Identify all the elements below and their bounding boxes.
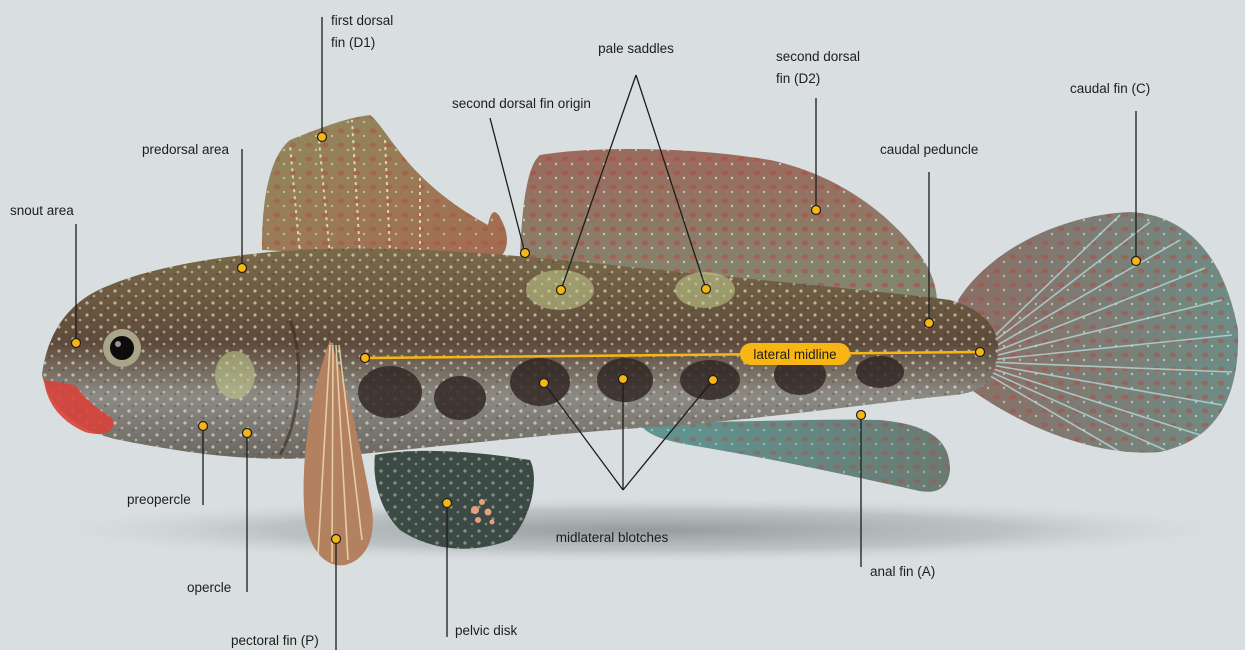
label-pale-saddles: pale saddles [598,41,674,56]
label-snout-area: snout area [10,203,74,218]
label-first-dorsal-line1: first dorsal [331,13,393,28]
marker-second-dorsal [812,206,821,215]
marker-predorsal [238,264,247,273]
label-second-dorsal-line2: fin (D2) [776,71,820,86]
marker-midlateral-3 [709,376,718,385]
marker-pectoral [332,535,341,544]
marker-caudal-peduncle [925,319,934,328]
marker-pelvic [443,499,452,508]
marker-midlateral-1 [540,379,549,388]
marker-opercle [243,429,252,438]
label-preopercle: preopercle [127,492,191,507]
label-second-dorsal-origin: second dorsal fin origin [452,96,591,111]
label-midlateral-blotches: midlateral blotches [556,530,669,545]
label-first-dorsal-line2: fin (D1) [331,35,375,50]
label-predorsal-area: predorsal area [142,142,230,157]
fish-eye [103,329,141,367]
label-second-dorsal-line1: second dorsal [776,49,860,64]
label-caudal-peduncle: caudal peduncle [880,142,978,157]
lateral-midline-start-marker [361,354,370,363]
label-pelvic-disk: pelvic disk [455,623,518,638]
marker-snout [72,339,81,348]
marker-preopercle [199,422,208,431]
marker-midlateral-2 [619,375,628,384]
marker-first-dorsal [318,133,327,142]
marker-caudal-fin [1132,257,1141,266]
label-anal-fin: anal fin (A) [870,564,935,579]
lateral-midline-end-marker [976,348,985,357]
marker-anal-fin [857,411,866,420]
marker-second-dorsal-origin [521,249,530,258]
marker-pale-saddle-right [702,285,711,294]
label-opercle: opercle [187,580,231,595]
label-pectoral-fin: pectoral fin (P) [231,633,319,648]
marker-pale-saddle-left [557,286,566,295]
lateral-midline-label: lateral midline [753,347,836,362]
label-caudal-fin: caudal fin (C) [1070,81,1150,96]
